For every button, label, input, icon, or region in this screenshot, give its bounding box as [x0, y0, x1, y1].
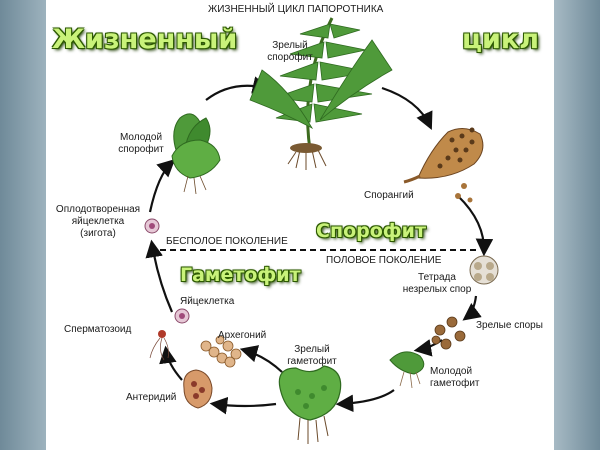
diagram-title: ЖИЗНЕННЫЙ ЦИКЛ ПАПОРОТНИКА	[208, 4, 384, 15]
overlay-title-right: цикл	[462, 24, 540, 55]
sporangium-illustration	[403, 127, 484, 203]
archegonium-illustration	[200, 335, 242, 368]
stage-label-egg-cell: Яйцеклетка	[180, 296, 235, 307]
stage-label-zygote: Оплодотворенная яйцеклетка (зигота)	[55, 204, 141, 239]
zygote-illustration	[144, 218, 160, 234]
mature-spores-illustration	[431, 316, 466, 350]
arrow-mature-sporophyte-to-sporangium	[381, 86, 433, 130]
stage-label-archegonium: Архегоний	[218, 330, 267, 341]
egg-cell-illustration	[174, 308, 190, 324]
spermatozoid-illustration	[149, 330, 169, 361]
stage-label-mature-gametophyte: Зрелый гаметофит	[287, 344, 337, 367]
young-gametophyte-illustration	[389, 351, 425, 389]
stage-label-antheridium: Антеридий	[126, 392, 177, 403]
asexual-generation-label: БЕСПОЛОЕ ПОКОЛЕНИЕ	[166, 236, 288, 247]
stage-label-young-sporophyte: Молодой спорофит	[118, 132, 164, 155]
tetrad-illustration	[469, 255, 499, 285]
arrow-gametophyte-to-antheridium	[209, 396, 277, 415]
arrow-zygote-to-young-sporophyte	[148, 159, 176, 213]
arrow-young-to-mature-gametophyte	[335, 389, 395, 413]
arrow-sporangium-to-tetrad	[457, 195, 494, 257]
stage-label-young-gametophyte: Молодой гаметофит	[430, 366, 480, 389]
sporophyte-caption: Спорофит	[316, 220, 426, 242]
antheridium-illustration	[183, 369, 213, 409]
gametophyte-caption: Гаметофит	[180, 264, 301, 286]
mature-gametophyte-illustration	[278, 365, 342, 444]
stage-label-spermatozoid: Сперматозоид	[64, 324, 132, 335]
mature-sporophyte-illustration	[249, 17, 393, 170]
arrow-gametophyte-to-archegonium	[239, 345, 283, 373]
stage-label-tetrad: Тетрада незрелых спор	[402, 272, 472, 295]
overlay-title-left: Жизненный	[52, 24, 238, 55]
arrow-antheridium-to-spermatozoid	[159, 345, 183, 381]
stage-label-mature-spores: Зрелые споры	[476, 320, 543, 331]
sexual-generation-label: ПОЛОВОЕ ПОКОЛЕНИЕ	[326, 255, 442, 266]
stage-label-sporangium: Спорангий	[364, 190, 414, 201]
stage-label-mature-sporophyte: Зрелый спорофит	[267, 40, 313, 63]
arrow-tetrad-to-spores	[462, 295, 482, 321]
arrow-egg-to-zygote	[145, 239, 174, 313]
young-sporophyte-illustration	[171, 113, 221, 195]
